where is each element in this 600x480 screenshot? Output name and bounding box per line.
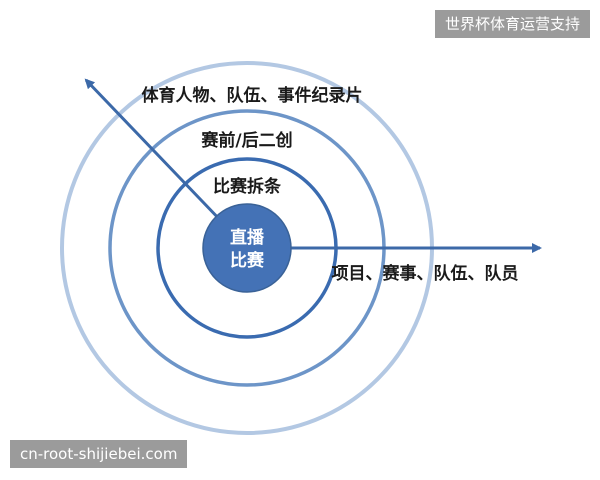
inner-ring-label: 比赛拆条 — [213, 176, 282, 197]
middle-ring-label: 赛前/后二创 — [200, 130, 292, 151]
horizontal-axis-label: 项目、赛事、队伍、队员 — [332, 263, 519, 284]
watermark-bottom-badge: cn-root-shijiebei.com — [10, 440, 188, 468]
core-label-line2: 比赛 — [230, 250, 265, 271]
watermark-top-badge: 世界杯体育运营支持 — [434, 10, 590, 38]
core-circle — [202, 203, 292, 293]
outer-ring-label: 体育人物、队伍、事件纪录片 — [142, 85, 363, 106]
core-label-line1: 直播 — [230, 227, 265, 248]
